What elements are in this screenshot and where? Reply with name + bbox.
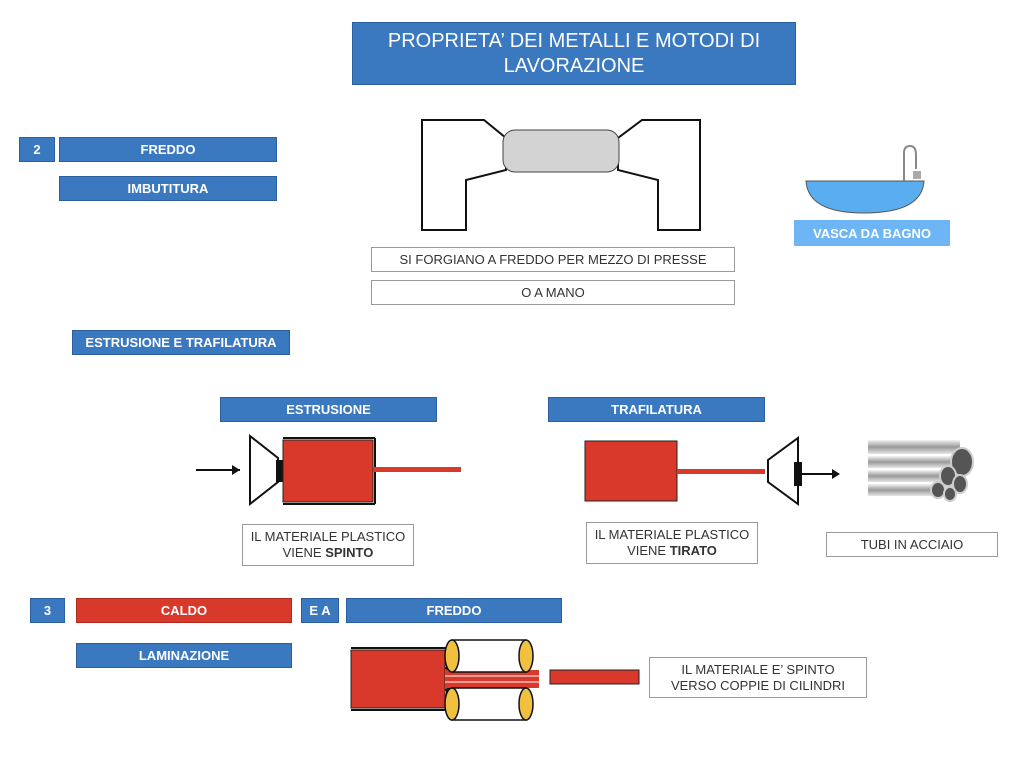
- extrusion-die: [249, 433, 279, 507]
- label-imbutitura: IMBUTITURA: [59, 176, 277, 201]
- upper-roller: [444, 639, 534, 673]
- trafilatura-desc-line1: IL MATERIALE PLASTICO: [594, 527, 750, 542]
- page-title: PROPRIETA’ DEI METALLI E MOTODI DI LAVOR…: [352, 22, 796, 85]
- press-right-die: [617, 119, 701, 231]
- label-estrusione-trafilatura: ESTRUSIONE E TRAFILATURA: [72, 330, 290, 355]
- title-line1: PROPRIETA’ DEI METALLI E MOTODI DI: [387, 29, 761, 52]
- trafilatura-desc-bold: TIRATO: [669, 543, 717, 558]
- section-number-2: 2: [19, 137, 55, 162]
- extrusion-billet: [282, 439, 374, 503]
- forging-desc-1: SI FORGIANO A FREDDO PER MEZZO DI PRESSE: [371, 247, 735, 272]
- title-line2: LAVORAZIONE: [503, 54, 645, 77]
- forging-desc-1-text: SI FORGIANO A FREDDO PER MEZZO DI PRESSE: [399, 251, 707, 267]
- extrusion-output: [373, 467, 461, 472]
- lamination-desc: IL MATERIALE E’ SPINTO VERSO COPPIE DI C…: [649, 657, 867, 698]
- steel-tubes-image: [868, 440, 974, 502]
- trafilatura-desc-line2: VIENE TIRATO: [627, 543, 717, 559]
- bathtub-icon: [805, 144, 925, 214]
- drawing-diagram: [584, 436, 840, 506]
- trafilatura-desc-prefix: VIENE: [627, 543, 670, 558]
- label-caldo: CALDO: [76, 598, 292, 623]
- lower-roller: [444, 687, 534, 721]
- label-trafilatura: TRAFILATURA: [548, 397, 765, 422]
- press-diagram: [421, 119, 701, 231]
- label-vasca-da-bagno: VASCA DA BAGNO: [794, 220, 950, 246]
- estrusione-desc: IL MATERIALE PLASTICO VIENE SPINTO: [242, 524, 414, 566]
- lamination-output: [549, 669, 640, 685]
- drawing-billet: [584, 440, 678, 502]
- trafilatura-desc: IL MATERIALE PLASTICO VIENE TIRATO: [586, 522, 758, 564]
- label-laminazione: LAMINAZIONE: [76, 643, 292, 668]
- label-e-a: E A: [301, 598, 339, 623]
- press-left-die: [421, 119, 507, 231]
- drawing-output: [677, 469, 765, 474]
- label-freddo-2: FREDDO: [346, 598, 562, 623]
- estrusione-desc-bold: SPINTO: [325, 545, 374, 560]
- drawing-die: [767, 436, 799, 506]
- estrusione-desc-prefix: VIENE: [282, 545, 326, 560]
- lamination-desc-line2: VERSO COPPIE DI CILINDRI: [670, 677, 846, 693]
- section-number-3: 3: [30, 598, 65, 623]
- tubes-desc-text: TUBI IN ACCIAIO: [860, 536, 964, 552]
- lamination-desc-line1: IL MATERIALE E’ SPINTO: [681, 661, 835, 677]
- lamination-billet: [350, 649, 446, 709]
- estrusione-desc-line1: IL MATERIALE PLASTICO: [250, 529, 406, 544]
- forging-desc-2: O A MANO: [371, 280, 735, 305]
- estrusione-desc-line2: VIENE SPINTO: [283, 545, 374, 561]
- extrusion-diagram: [196, 433, 461, 507]
- label-freddo: FREDDO: [59, 137, 277, 162]
- forged-workpiece: [502, 129, 620, 173]
- forging-desc-2-text: O A MANO: [521, 284, 585, 300]
- label-estrusione: ESTRUSIONE: [220, 397, 437, 422]
- lamination-diagram: [350, 639, 640, 721]
- tubes-desc: TUBI IN ACCIAIO: [826, 532, 998, 557]
